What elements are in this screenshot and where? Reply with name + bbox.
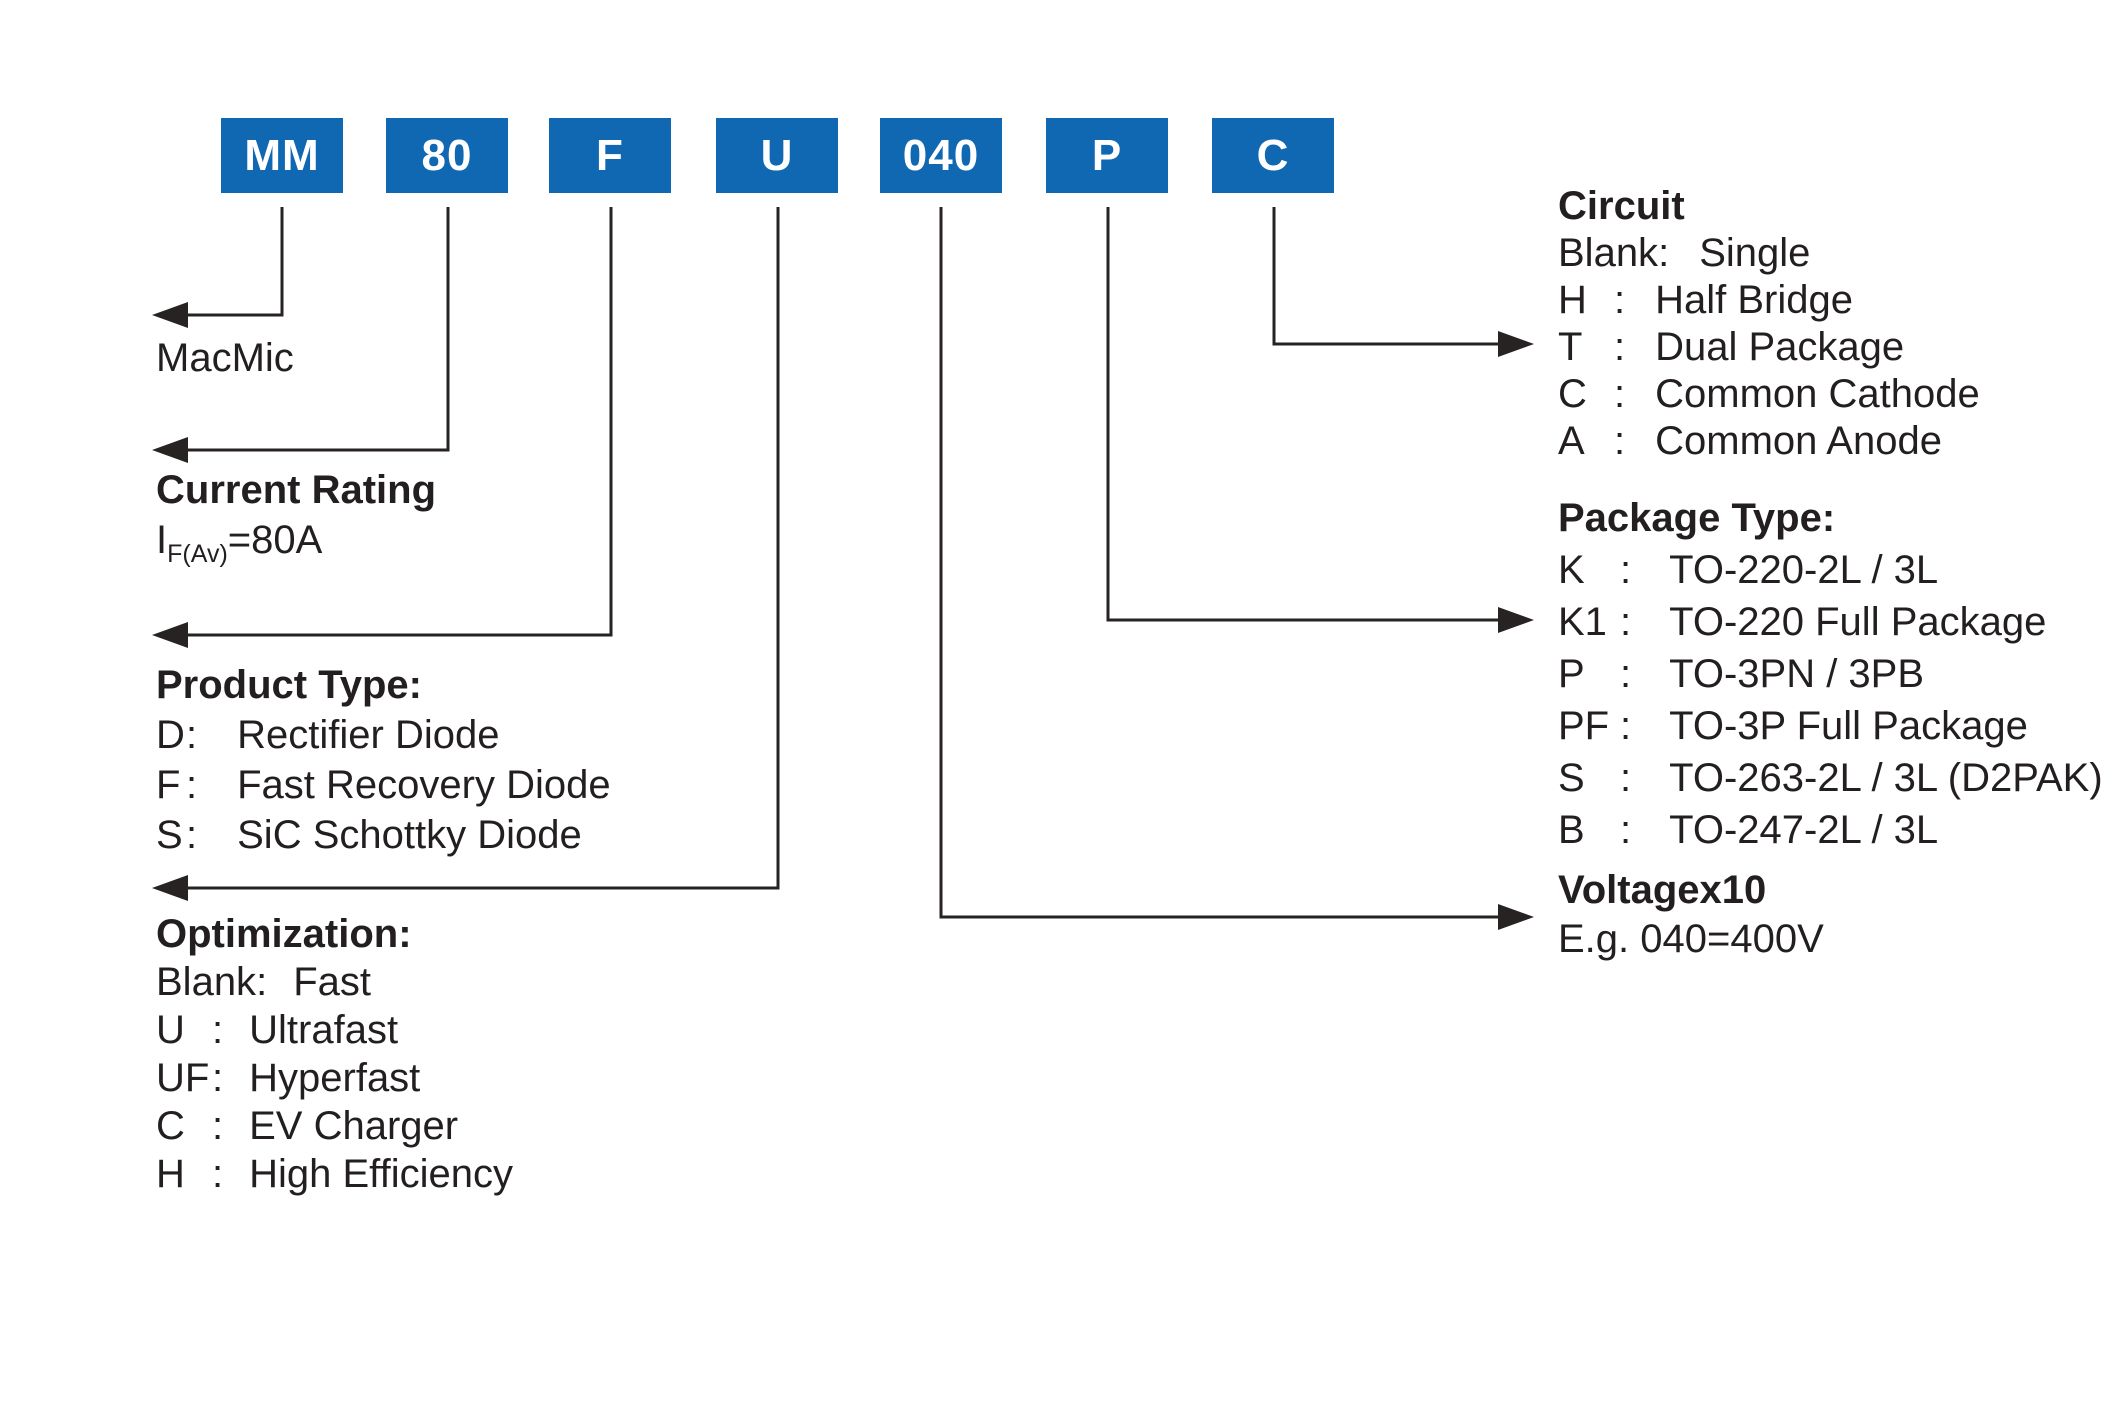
product-type-section: Product Type: D:Rectifier Diode F:Fast R… bbox=[156, 660, 611, 860]
circuit-item: A:Common Anode bbox=[1558, 419, 1942, 463]
current-rating-heading: Current Rating bbox=[156, 468, 436, 512]
package-type-item: K1:TO-220 Full Package bbox=[1558, 600, 2047, 644]
optimization-item: C:EV Charger bbox=[156, 1104, 459, 1148]
connector-80 bbox=[182, 207, 450, 452]
connector-040 bbox=[939, 207, 1500, 919]
arrowhead-p bbox=[1498, 607, 1534, 633]
connector-mm bbox=[182, 207, 284, 317]
part-code-box-040: 040 bbox=[880, 118, 1002, 193]
current-rating-value: IF(Av)=80A bbox=[156, 515, 436, 568]
part-code-box-mm: MM bbox=[221, 118, 343, 193]
product-type-item: S:SiC Schottky Diode bbox=[156, 813, 582, 857]
package-type-item: PF:TO-3P Full Package bbox=[1558, 704, 2028, 748]
current-amount: =80A bbox=[227, 518, 323, 562]
part-code-box-f: F bbox=[549, 118, 671, 193]
connector-c bbox=[1272, 207, 1500, 346]
voltage-section: Voltagex10 E.g. 040=400V bbox=[1558, 866, 1824, 964]
optimization-heading: Optimization: bbox=[156, 912, 412, 956]
optimization-item: H:High Efficiency bbox=[156, 1152, 513, 1196]
connector-u bbox=[182, 207, 780, 890]
part-code-box-p: P bbox=[1046, 118, 1168, 193]
arrowhead-u bbox=[152, 875, 188, 901]
circuit-item: C:Common Cathode bbox=[1558, 372, 1980, 416]
product-type-heading: Product Type: bbox=[156, 663, 422, 707]
circuit-item: Blank:Single bbox=[1558, 231, 1811, 275]
optimization-item: Blank:Fast bbox=[156, 960, 371, 1004]
current-subscript: F(Av) bbox=[167, 540, 228, 568]
package-type-heading: Package Type: bbox=[1558, 496, 1836, 540]
circuit-item: T:Dual Package bbox=[1558, 325, 1905, 369]
part-code-box-u: U bbox=[716, 118, 838, 193]
optimization-item: U:Ultrafast bbox=[156, 1008, 399, 1052]
circuit-heading: Circuit bbox=[1558, 184, 1685, 228]
part-code-box-80: 80 bbox=[386, 118, 508, 193]
connector-f bbox=[182, 207, 613, 637]
brand-label: MacMic bbox=[156, 336, 294, 380]
optimization-item: UF:Hyperfast bbox=[156, 1056, 421, 1100]
voltage-example: E.g. 040=400V bbox=[1558, 917, 1824, 961]
arrowhead-80 bbox=[152, 437, 188, 463]
current-symbol: I bbox=[156, 518, 168, 562]
current-rating-section: Current Rating IF(Av)=80A bbox=[156, 465, 436, 568]
arrowhead-f bbox=[152, 622, 188, 648]
connector-p bbox=[1106, 207, 1500, 622]
product-type-item: F:Fast Recovery Diode bbox=[156, 763, 611, 807]
arrowhead-c bbox=[1498, 331, 1534, 357]
voltage-heading: Voltagex10 bbox=[1558, 868, 1767, 912]
package-type-item: B:TO-247-2L / 3L bbox=[1558, 808, 1939, 852]
optimization-section: Optimization: Blank:Fast U:Ultrafast UF:… bbox=[156, 910, 513, 1198]
package-type-item: P:TO-3PN / 3PB bbox=[1558, 652, 1925, 696]
arrowhead-040 bbox=[1498, 904, 1534, 930]
package-type-item: K:TO-220-2L / 3L bbox=[1558, 548, 1939, 592]
arrowhead-mm bbox=[152, 302, 188, 328]
circuit-item: H:Half Bridge bbox=[1558, 278, 1853, 322]
product-type-item: D:Rectifier Diode bbox=[156, 713, 500, 757]
part-code-box-c: C bbox=[1212, 118, 1334, 193]
package-type-item: S:TO-263-2L / 3L (D2PAK) bbox=[1558, 756, 2103, 800]
circuit-section: Circuit Blank:Single H:Half Bridge T:Dua… bbox=[1558, 183, 1980, 465]
package-type-section: Package Type: K:TO-220-2L / 3L K1:TO-220… bbox=[1558, 492, 2103, 856]
